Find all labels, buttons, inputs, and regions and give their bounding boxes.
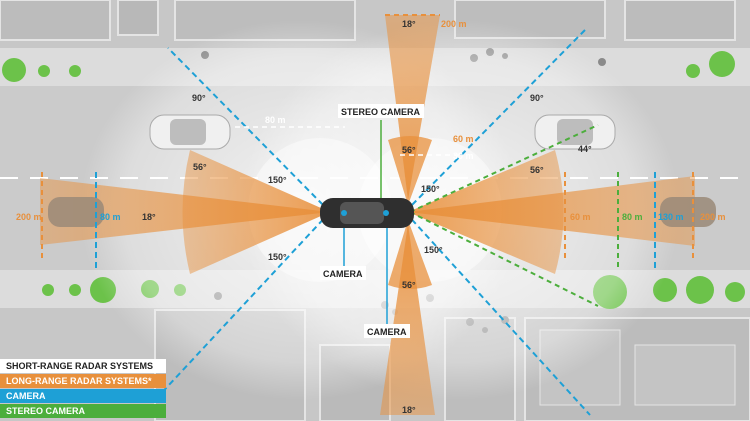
legend: SHORT-RANGE RADAR SYSTEMS LONG-RANGE RAD… [0,359,166,419]
parked-car-right [534,114,616,150]
tree [686,276,714,304]
side-short-beam-top [388,136,432,205]
side-short-beam-bottom [388,220,432,289]
tree [69,65,81,77]
angle-150-bottom-right: 150° [424,245,443,255]
distance-60-top: 60 m [453,134,474,144]
rear-mid-range-beam [182,150,330,274]
stereo-camera-label: STEREO CAMERA [341,107,421,117]
tree [725,282,745,302]
oncoming-car-right [660,197,716,227]
legend-long-range: LONG-RANGE RADAR SYSTEMS* [0,374,166,388]
camera-label-bottom-bg [364,324,410,338]
angle-90-left: 90° [192,93,206,103]
angle-56-left: 56° [193,162,207,172]
oncoming-car-left [48,197,104,227]
legend-short-range: SHORT-RANGE RADAR SYSTEMS [0,359,166,373]
camera-coverage-lines [95,29,656,416]
distance-30-top: 30 m [453,151,474,161]
building [0,0,111,41]
front-mid-range-beam [408,150,564,274]
angle-150-top-right: 150° [421,184,440,194]
camera-label-bottom: CAMERA [367,327,407,337]
tree [709,51,735,77]
angle-18-bottom: 18° [402,405,416,415]
angle-18-top: 18° [402,19,416,29]
distance-80-left: 80 m [100,212,121,222]
short-range-boundary-lines [235,126,460,156]
distance-200-right: 200 m [700,212,726,222]
stereo-camera-lines [409,124,619,307]
angle-18-left: 18° [142,212,156,222]
parked-car-left [149,114,231,150]
building [634,344,736,406]
distance-80-top: 80 m [265,115,286,125]
camera-sensor-icon [383,210,389,216]
distance-80-right: 80 m [622,212,643,222]
tree [2,58,26,82]
distance-130-right: 130 m [658,212,684,222]
distance-200-top: 200 m [441,19,467,29]
camera-label-left-bg [320,266,366,280]
angle-56-right: 56° [530,165,544,175]
legend-camera: CAMERA [0,389,166,403]
building [117,0,159,36]
angle-44-right: 44° [578,144,592,154]
angle-56-top: 56° [402,145,416,155]
camera-sensor-icon [341,210,347,216]
legend-stereo-camera: STEREO CAMERA [0,404,166,418]
tree [42,284,54,296]
tree [38,65,50,77]
angle-150-bottom-left: 150° [268,252,287,262]
angle-150-top-left: 150° [268,175,287,185]
angle-90-right: 90° [530,93,544,103]
side-long-range-beam-bottom [380,224,435,415]
distance-60-right: 60 m [570,212,591,222]
tree [686,64,700,78]
building [624,0,736,41]
ego-vehicle [320,198,414,228]
long-range-boundary-lines [41,14,694,262]
tree [69,284,81,296]
camera-label-left: CAMERA [323,269,363,279]
angle-56-bottom: 56° [402,280,416,290]
distance-200-left: 200 m [16,212,42,222]
stereo-camera-label-bg [338,104,424,118]
